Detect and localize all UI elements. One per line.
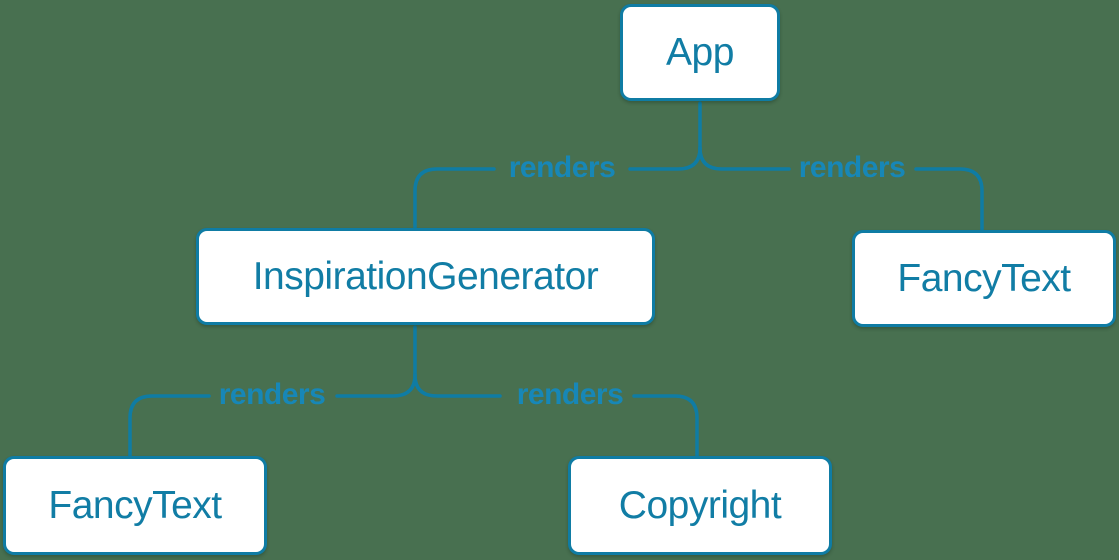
tree-node-inspiration-generator-label: InspirationGenerator (252, 254, 599, 298)
edge-label-renders-app-inspirationgenerator: renders (508, 151, 616, 184)
edge-app-to-inspirationgenerator-left-segment (628, 146, 702, 171)
edge-app-to-fancytext-down-segment (914, 167, 984, 232)
tree-node-copyright: Copyright (568, 456, 832, 555)
tree-node-inspiration-generator: InspirationGenerator (196, 228, 655, 325)
tree-node-copyright-label: Copyright (618, 483, 782, 527)
tree-node-fancy-text-right: FancyText (852, 230, 1116, 327)
edge-inspirationgenerator-to-fancytext-left-segment (335, 373, 417, 398)
edge-label-renders-inspirationgenerator-copyright: renders (516, 378, 624, 411)
tree-node-fancy-text-right-label: FancyText (897, 256, 1071, 300)
edge-inspirationgenerator-to-copyright-down-segment (632, 394, 699, 458)
edge-inspirationgenerator-to-copyright-right-segment (413, 373, 502, 398)
tree-node-app-label: App (666, 30, 734, 74)
edge-label-renders-app-fancytext: renders (798, 151, 906, 184)
edge-app-to-fancytext-right-segment (698, 146, 791, 171)
edge-inspirationgenerator-to-fancytext-down-segment (128, 394, 211, 458)
tree-node-fancy-text-left: FancyText (3, 456, 267, 555)
tree-node-fancy-text-left-label: FancyText (48, 483, 222, 527)
edge-label-renders-inspirationgenerator-fancytext: renders (218, 378, 326, 411)
edge-app-to-inspirationgenerator-down-segment (413, 167, 496, 230)
tree-node-app: App (620, 4, 780, 101)
